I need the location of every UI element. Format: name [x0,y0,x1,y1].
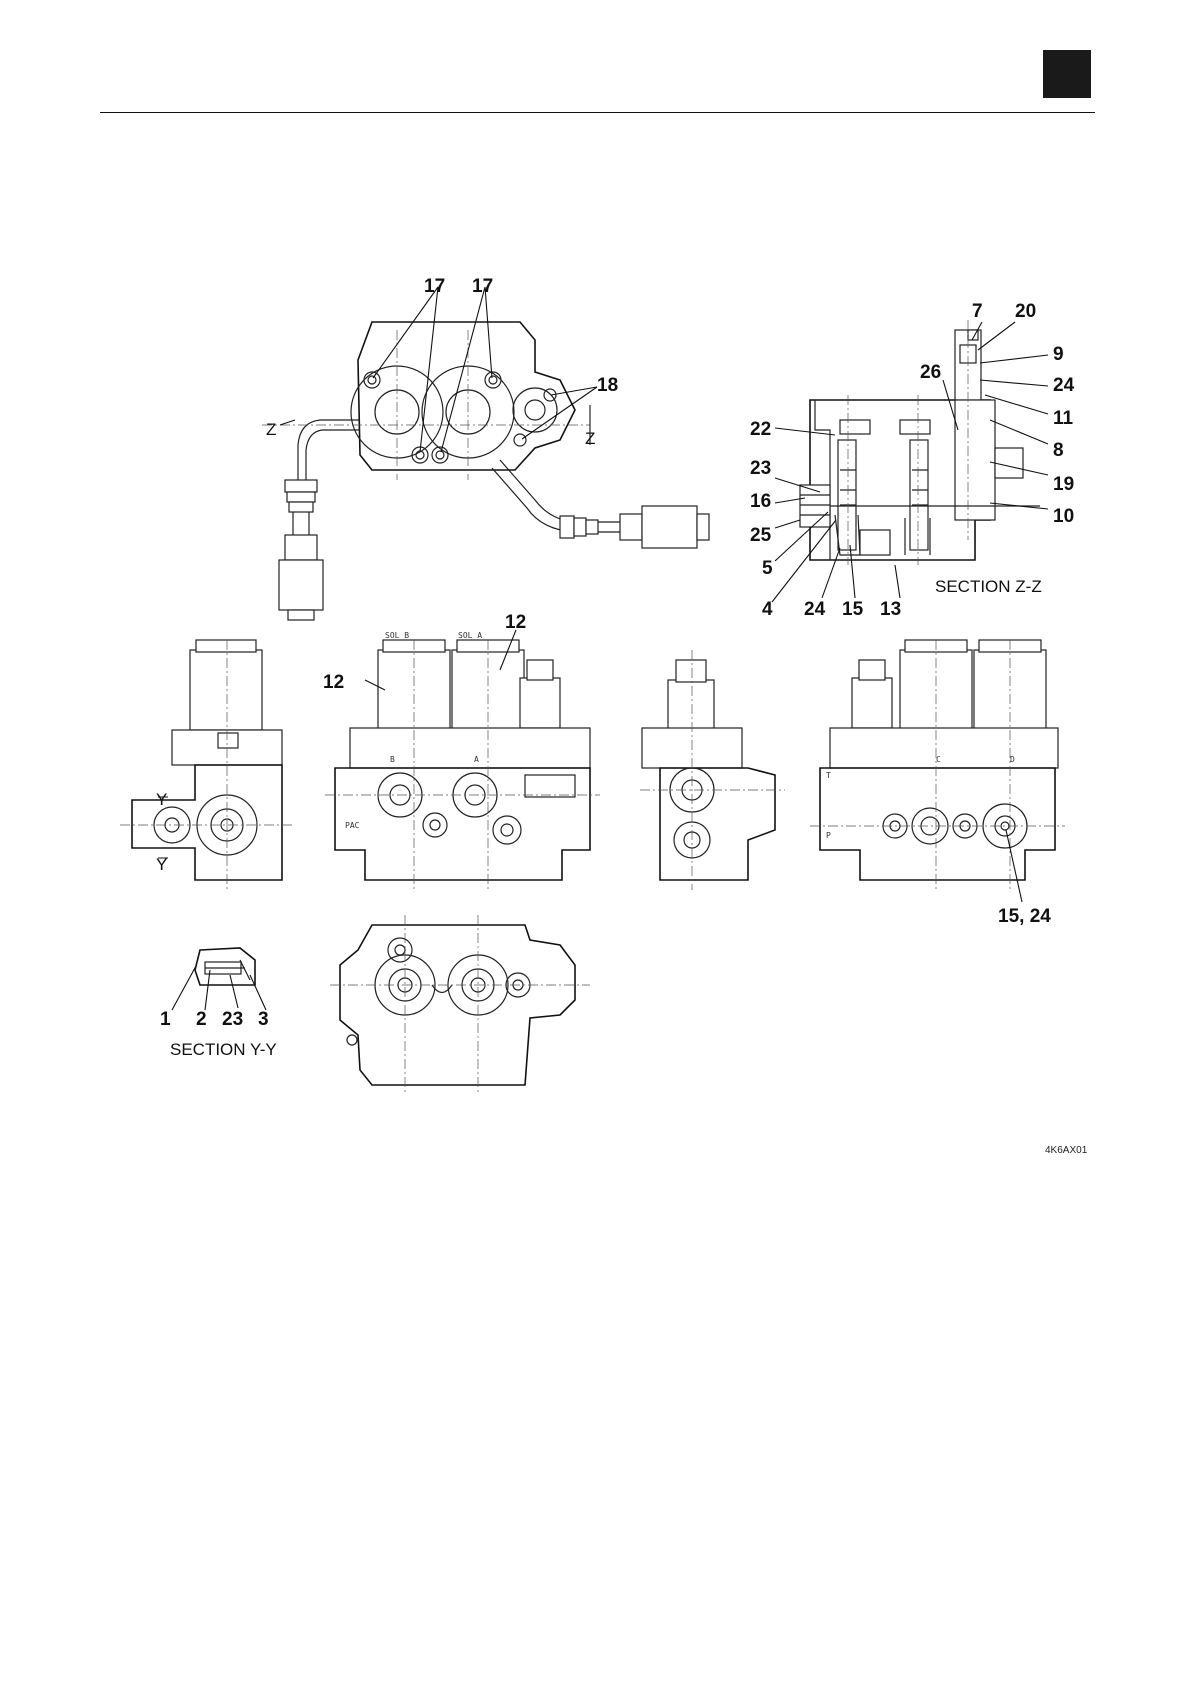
callout-23-yy: 23 [222,1009,243,1030]
callout-13: 13 [880,599,901,620]
callout-12-lower: 12 [323,672,344,693]
callout-7: 7 [972,301,983,322]
callout-5: 5 [762,558,773,579]
callout-8: 8 [1053,440,1064,461]
callout-24-bottom: 24 [804,599,826,620]
callout-19: 19 [1053,474,1074,495]
section-marker-z-right: Z [585,429,595,448]
section-zz-title: SECTION Z-Z [935,577,1042,596]
etch-port-p: P [826,831,831,840]
section-yy-title: SECTION Y-Y [170,1040,277,1059]
etch-sol-b: SOL B [385,631,409,640]
right-end-view [640,650,785,890]
callout-25: 25 [750,525,772,546]
callout-15-24: 15, 24 [998,906,1051,927]
bottom-view [330,915,590,1095]
callout-15: 15 [842,599,864,620]
callout-18: 18 [597,375,618,396]
callout-26: 26 [920,362,941,383]
callout-11: 11 [1053,408,1074,429]
callout-20: 20 [1015,301,1036,322]
etch-port-a: A [474,755,479,764]
section-marker-y-bottom: Y [156,855,167,874]
callout-10: 10 [1053,506,1074,527]
etch-port-c: C [936,755,941,764]
callout-12-upper: 12 [505,612,526,633]
callout-22: 22 [750,419,771,440]
callout-2: 2 [196,1009,207,1030]
etch-port-d: D [1010,755,1015,764]
callout-3: 3 [258,1009,269,1030]
callout-17-right: 17 [472,276,493,297]
callout-23: 23 [750,458,771,479]
section-zz-view: 7 20 9 24 11 8 19 10 26 22 23 16 25 5 4 … [750,301,1075,620]
callout-4: 4 [762,599,773,620]
etch-pac: PAC [345,821,360,830]
callout-1: 1 [160,1009,171,1030]
section-marker-y-top: Y [156,790,167,809]
callout-24-right: 24 [1053,375,1075,396]
rear-view: T C D P 15, 24 [810,640,1065,927]
figure-reference-code: 4K6AX01 [1045,1145,1088,1156]
callout-9: 9 [1053,344,1064,365]
front-view: SOL B SOL A B A PAC 12 12 [323,612,600,890]
etch-port-b: B [390,755,395,764]
etch-port-t: T [826,771,831,780]
section-yy-view: 1 2 23 3 SECTION Y-Y [160,948,277,1059]
section-marker-z-left: Z [266,420,276,439]
callout-16: 16 [750,491,771,512]
etch-sol-a: SOL A [458,631,482,640]
left-end-view: Y Y [120,640,295,890]
callout-17-left: 17 [424,276,445,297]
top-view: 17 17 18 Z Z [262,276,709,620]
